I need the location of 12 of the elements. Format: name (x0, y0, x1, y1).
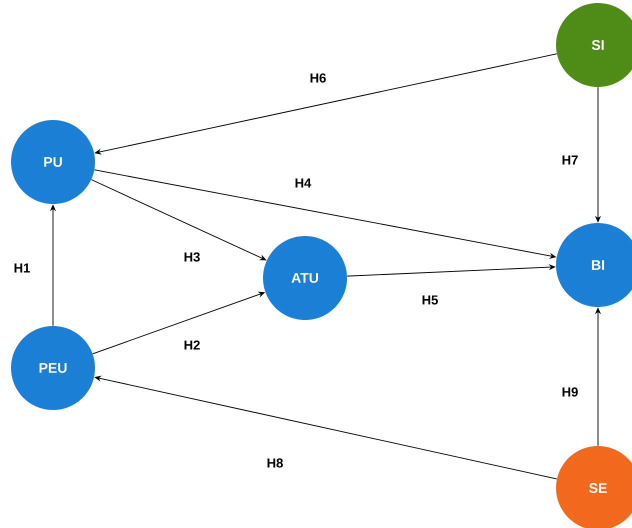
circle-node: ATU (263, 236, 347, 320)
edge-label: H2 (182, 339, 202, 351)
circle-node: PU (11, 120, 95, 204)
edge-label: H7 (560, 154, 580, 166)
edge-label: H4 (294, 178, 312, 188)
edge-label: H5 (420, 294, 440, 306)
edge-label: H3 (182, 251, 202, 263)
edge-label: H8 (266, 457, 284, 469)
edge-label: H1 (12, 262, 32, 274)
edge-label: H6 (308, 72, 328, 84)
circle-node: PEU (11, 326, 95, 410)
edge-label: H9 (560, 386, 580, 398)
